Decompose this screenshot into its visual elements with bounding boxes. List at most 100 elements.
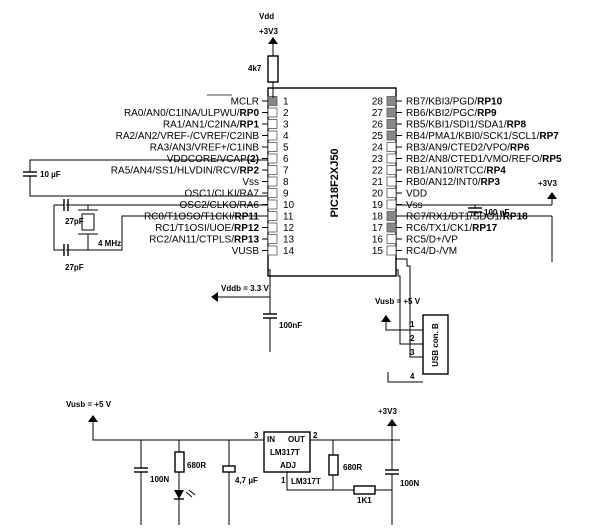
- pin-label-text: RB3/AN9/CTED2/VPO/: [406, 143, 510, 154]
- pin-label-text: RC4/D-/VM: [406, 246, 457, 257]
- pin-label: RB1/AN10/RTCC/RP4: [406, 166, 506, 177]
- pin-number: 4: [283, 131, 289, 142]
- pin-label-text: VUSB: [232, 246, 260, 257]
- pin-number: 1: [283, 97, 289, 108]
- pin-label-text: RB0/AN12/INT0/: [406, 177, 481, 188]
- pin-number: 14: [283, 246, 295, 257]
- cap-4u7: [222, 465, 236, 473]
- pin-label: VUSB: [232, 246, 260, 257]
- pin-label-pin-function: RP18: [503, 212, 528, 223]
- pin-box: [267, 176, 278, 187]
- pin-box: [386, 245, 397, 256]
- pin-number: 9: [283, 189, 289, 200]
- pin-number: 7: [283, 166, 289, 177]
- pin-box: [386, 130, 397, 141]
- usb-conn-label: USB con. B: [431, 323, 440, 367]
- reg-out-label: OUT: [288, 435, 305, 444]
- pin-label-text: RA5/AN4/SS1/HLVDIN/RCV/: [111, 166, 240, 177]
- led-icon: [174, 490, 184, 499]
- pin-label-pin-function: RP6: [510, 143, 530, 154]
- wire-vusb-pin: [268, 269, 271, 297]
- pin-box: [267, 245, 278, 256]
- v33-right-label: +3V3: [538, 179, 557, 188]
- pin-number: 15: [372, 246, 384, 257]
- pin-label: RC2/AN11/CTPLS/RP13: [149, 235, 259, 246]
- wire-vss-left: [29, 176, 268, 197]
- pin-number: 18: [372, 212, 384, 223]
- pin-label-pin-function: RP12: [234, 223, 259, 234]
- crystal-4mhz: [81, 213, 95, 231]
- pin-label-text: RB7/KBI3/PGD/: [406, 97, 477, 108]
- pin-label-text: RA3/AN3/VREF+/C1INB: [150, 143, 260, 154]
- pin-box: [386, 96, 397, 106]
- v33-reg-label: +3V3: [378, 407, 397, 416]
- pin-box: [386, 188, 397, 198]
- v33-reg-arrow-icon: [387, 419, 397, 426]
- pin-label-pin-function: RP7: [539, 131, 559, 142]
- pin-label: RA2/AN2/VREF-/CVREF/C2INB: [116, 131, 260, 142]
- c-100n-a-label: 100N: [150, 475, 169, 484]
- pin-label-pin-function: RP17: [472, 223, 497, 234]
- pin-label: RC6/TX1/CK1/RP17: [406, 223, 498, 234]
- pin-box: [386, 176, 397, 187]
- pin-number: 24: [372, 143, 384, 154]
- pin-number: 3: [283, 120, 289, 131]
- pin-number: 2: [283, 108, 289, 119]
- pin-label: Vss: [242, 177, 259, 188]
- pin-label: RB3/AN9/CTED2/VPO/RP6: [406, 143, 530, 154]
- left-pin-group: 1 MCLR 2 RA0/AN0/C1INA/ULPWU/RP0 3 RA1/AN1/C2…: [111, 94, 295, 257]
- pin-label-text: RB5/KBI1/SDI1/SDA1/: [406, 120, 507, 131]
- pin-label-text: RC0/T1OSO/T1CKI/: [144, 212, 235, 223]
- vusb-conn-label: Vusb = +5 V: [375, 297, 421, 306]
- reg-name-label: LM317T: [270, 448, 300, 457]
- pin-label-text: VDD: [406, 189, 427, 200]
- pin-label: RA0/AN0/C1INA/ULPWU/RP0: [124, 108, 259, 119]
- c-4u7-label: 4,7 µF: [235, 476, 258, 485]
- reg-pin1-label: 1: [281, 476, 286, 485]
- r-680-b-label: 680R: [343, 463, 362, 472]
- pin-box: [267, 234, 278, 244]
- reg-in-label: IN: [267, 435, 275, 444]
- wire-27pf-gnd: [53, 204, 64, 251]
- pin-label: RA5/AN4/SS1/HLVDIN/RCV/RP2: [111, 166, 260, 177]
- reg-part-label: LM317T: [291, 477, 321, 486]
- vddb-label: Vddb = 3.3 V: [221, 284, 269, 293]
- pin-label: VDD: [406, 189, 427, 200]
- pin-label-pin-function: RP3: [480, 177, 500, 188]
- c-27pf-a-label: 27pF: [65, 217, 84, 226]
- pin-box: [267, 165, 278, 175]
- wire-usb-dminus: [396, 269, 423, 345]
- c-100nf-right-label: 100 nF: [484, 208, 509, 217]
- pin-label-text: MCLR: [231, 97, 259, 108]
- pin-label-text: RA2/AN2/VREF-/CVREF/C2INB: [116, 131, 260, 142]
- resistor-680r-a: [174, 451, 185, 473]
- wire-reg-in: [92, 422, 264, 441]
- reg-pin2-label: 2: [313, 431, 318, 440]
- pin-number: 5: [283, 143, 289, 154]
- pin-box: [386, 107, 397, 118]
- pin-label: MCLR: [231, 97, 259, 108]
- pin-number: 8: [283, 177, 289, 188]
- pin-box: [386, 199, 397, 210]
- pin-label-text: RB1/AN10/RTCC/: [406, 166, 487, 177]
- pin-label-pin-function: RP11: [235, 212, 260, 223]
- vusb-reg-label: Vusb = +5 V: [66, 400, 112, 409]
- pin-box: [267, 211, 278, 221]
- vdd-label: Vdd: [259, 12, 274, 21]
- c-100nf-vusb-label: 100nF: [279, 321, 302, 330]
- pin-number: 28: [372, 97, 384, 108]
- pin-label: RC5/D+/VP: [406, 235, 458, 246]
- pin-label: RB7/KBI3/PGD/RP10: [406, 97, 503, 108]
- pin-label: RA1/AN1/C2INA/RP1: [163, 120, 260, 131]
- ic-name: PIC18F2XJ50: [329, 148, 341, 217]
- pin-box: [267, 153, 278, 164]
- pin-label-text: OSC1/CLKI/RA7: [185, 189, 260, 200]
- pin-label-text: Vss: [242, 177, 259, 188]
- pin-box: [267, 107, 278, 118]
- pin-label-pin-function: RP4: [486, 166, 506, 177]
- pin-box: [386, 211, 397, 221]
- pin-label: RC4/D-/VM: [406, 246, 457, 257]
- pin-box: [267, 222, 278, 233]
- pin-number: 23: [372, 154, 384, 165]
